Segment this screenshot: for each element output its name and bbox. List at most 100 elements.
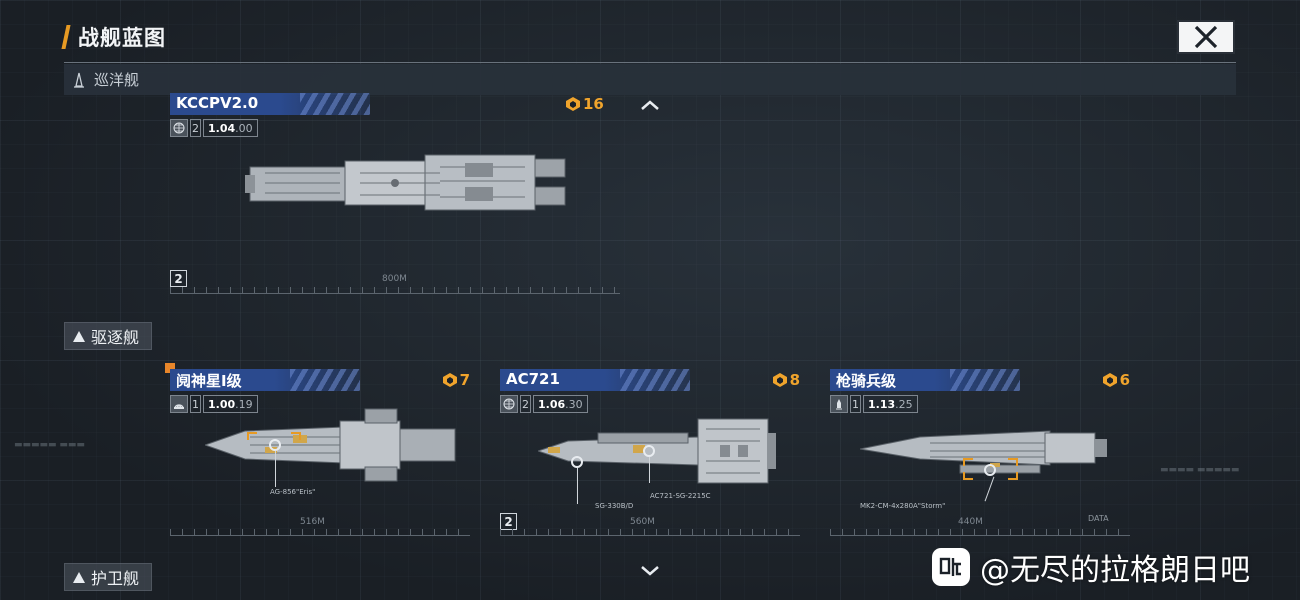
callout-bracket xyxy=(291,432,301,440)
globe-icon xyxy=(500,395,518,413)
ship-card-ac721[interactable]: AC721 8 2 1.06 .30 AC721-SG-2215C SG-330… xyxy=(500,369,800,541)
scroll-down-icon[interactable] xyxy=(639,564,661,578)
weapon-callout-dot[interactable] xyxy=(643,445,655,457)
watermark: @无尽的拉格朗日吧 xyxy=(932,545,1250,589)
tier-badge: 2 xyxy=(170,270,187,287)
weapon-label-secondary: SG-330B/D xyxy=(595,502,634,510)
cost-value: 16 xyxy=(583,95,604,113)
weapon-callout-dot[interactable] xyxy=(571,456,583,468)
cost-value: 6 xyxy=(1119,371,1130,389)
ship-card-eris[interactable]: 阋神星I级 7 1 1.00 .19 AG-856"Eris" 516M xyxy=(170,369,470,541)
weapon-label: AG-856"Eris" xyxy=(270,488,316,496)
ship-stat-value: 1.06 .30 xyxy=(533,395,588,413)
ship-tier: 2 xyxy=(190,119,201,137)
radar-icon xyxy=(170,395,188,413)
ship-cost: 8 xyxy=(772,369,800,391)
weapon-callout-dot[interactable] xyxy=(269,439,281,451)
scale-length: 800M xyxy=(382,274,407,284)
stat-main: 1.06 xyxy=(538,397,566,411)
scale-bar xyxy=(170,293,620,294)
background-decor-text: ▬▬▬▬▬ ▬▬▬ xyxy=(14,440,85,450)
ship-card-header: 枪骑兵级 xyxy=(830,369,1020,391)
callout-line xyxy=(649,457,650,483)
ship-cost: 16 xyxy=(565,93,604,115)
callout-bracket xyxy=(1008,472,1018,480)
ship-stats: 2 1.04 .00 xyxy=(170,119,258,137)
ship-name: AC721 xyxy=(506,370,560,388)
ship-card-kccpv[interactable]: KCCPV2.0 16 2 1.04 .00 2 800M xyxy=(170,93,620,298)
ship-blueprint-image xyxy=(860,430,1107,474)
category-tab-frigate[interactable]: 护卫舰 xyxy=(64,563,153,591)
data-label: DATA xyxy=(1088,514,1109,523)
ship-stat-value: 1.13 .25 xyxy=(863,395,918,413)
ship-blueprint-image xyxy=(245,154,566,211)
category-tab-destroyer[interactable]: 驱逐舰 xyxy=(64,322,153,350)
category-label: 护卫舰 xyxy=(91,569,140,588)
category-label: 驱逐舰 xyxy=(91,328,140,347)
ship-card-header: KCCPV2.0 xyxy=(170,93,370,115)
close-icon xyxy=(1194,25,1218,49)
title-accent xyxy=(61,25,71,49)
cost-icon xyxy=(566,97,580,111)
ship-card-header: 阋神星I级 xyxy=(170,369,360,391)
scale-ticks xyxy=(830,529,1130,535)
ship-stat-value: 1.04 .00 xyxy=(203,119,258,137)
close-button[interactable] xyxy=(1177,20,1235,54)
callout-bracket xyxy=(1008,458,1018,466)
ship-stats: 1 1.13 .25 xyxy=(830,395,918,413)
ship-class-icon xyxy=(74,72,84,88)
cost-icon xyxy=(772,373,787,387)
tier-badge: 2 xyxy=(500,513,517,530)
page-title: 战舰蓝图 xyxy=(78,26,166,50)
stat-sub: .30 xyxy=(565,397,583,411)
watermark-text: @无尽的拉格朗日吧 xyxy=(980,553,1250,588)
stat-sub: .25 xyxy=(895,397,913,411)
callout-bracket xyxy=(247,432,257,440)
category-banner-cruiser[interactable]: 巡洋舰 xyxy=(64,64,1236,95)
triangle-icon xyxy=(73,571,85,583)
ship-cost: 7 xyxy=(442,369,470,391)
weapon-label: AC721-SG-2215C xyxy=(650,492,711,500)
ship-tier: 1 xyxy=(850,395,861,413)
cost-icon xyxy=(1102,373,1117,387)
weapon-label: MK2-CM-4x280A"Storm" xyxy=(860,502,946,510)
ship-tier: 2 xyxy=(520,395,531,413)
cost-icon xyxy=(442,373,457,387)
selection-marker xyxy=(165,363,175,373)
stat-main: 1.00 xyxy=(208,397,236,411)
ship-name: 枪骑兵级 xyxy=(836,372,897,390)
scale-bar xyxy=(170,535,470,536)
stat-main: 1.13 xyxy=(868,397,896,411)
cost-value: 8 xyxy=(789,371,800,389)
ship-stats: 1 1.00 .19 xyxy=(170,395,258,413)
scale-bar xyxy=(830,535,1130,536)
ship-name: KCCPV2.0 xyxy=(176,94,259,112)
scale-length: 516M xyxy=(300,517,325,527)
scale-bar xyxy=(500,535,800,536)
callout-bracket xyxy=(963,472,973,480)
cost-value: 7 xyxy=(459,371,470,389)
callout-line xyxy=(275,451,276,487)
missile-icon xyxy=(830,395,848,413)
scale-length: 440M xyxy=(958,517,983,527)
header-divider xyxy=(64,62,1236,63)
stat-main: 1.04 xyxy=(208,121,236,135)
ship-stat-value: 1.00 .19 xyxy=(203,395,258,413)
ship-card-header: AC721 xyxy=(500,369,690,391)
background-decor-text: ▬▬▬▬ ▬▬▬▬▬ xyxy=(1160,465,1240,475)
callout-line xyxy=(577,468,578,504)
weapon-callout-dot[interactable] xyxy=(984,464,996,476)
ship-blueprint-image xyxy=(538,418,776,484)
ship-stats: 2 1.06 .30 xyxy=(500,395,588,413)
callout-bracket xyxy=(963,458,973,466)
category-label: 巡洋舰 xyxy=(94,71,140,89)
ship-blueprint-image xyxy=(205,408,456,482)
scale-ticks xyxy=(500,529,800,535)
scale-length: 560M xyxy=(630,517,655,527)
ship-card-lancer[interactable]: 枪骑兵级 6 1 1.13 .25 MK2-CM-4x280A"Storm" D… xyxy=(830,369,1130,541)
globe-icon xyxy=(170,119,188,137)
page-header: 战舰蓝图 xyxy=(61,22,166,52)
ship-tier: 1 xyxy=(190,395,201,413)
stat-sub: .00 xyxy=(235,121,253,135)
scroll-up-icon[interactable] xyxy=(639,98,661,112)
